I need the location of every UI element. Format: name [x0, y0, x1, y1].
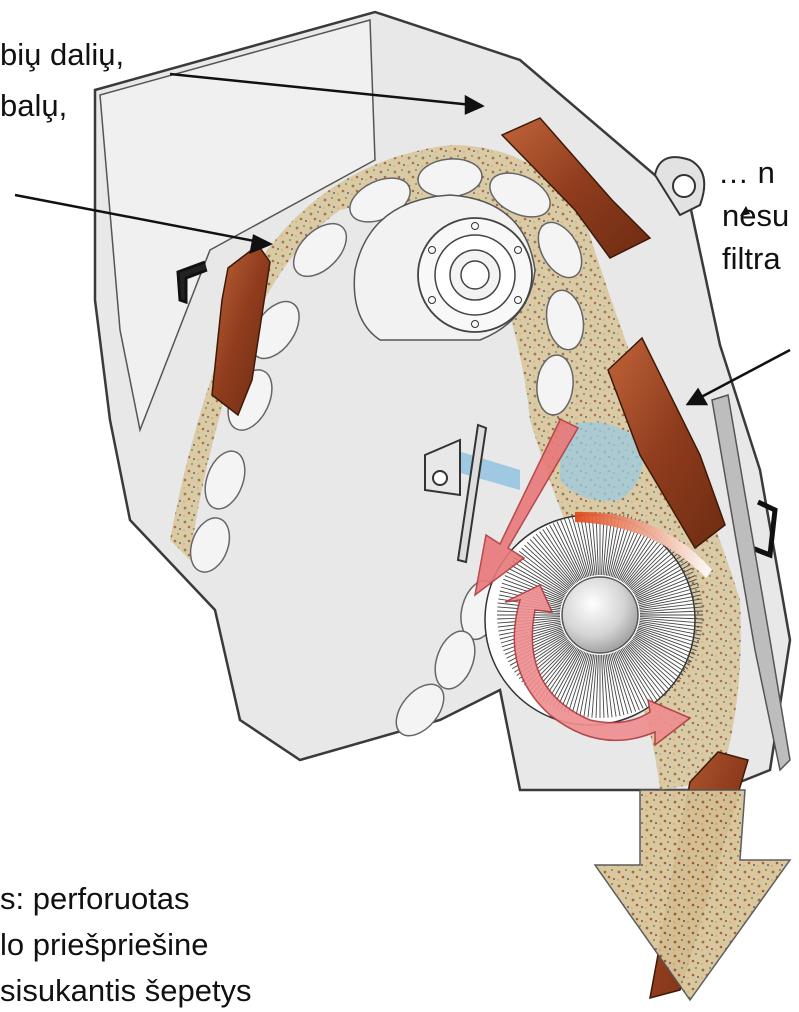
- caption-top-left-line2: balu̧,: [0, 87, 67, 124]
- caption-top-left-line1: biu̧ daliu̧,: [0, 36, 124, 73]
- caption-bottom-left-line2: lo priešpriešine: [0, 926, 209, 963]
- caption-bottom-left-line1: s: perforuotas: [0, 880, 190, 917]
- output-arrow: [595, 790, 790, 1000]
- caption-top-right-line1: … n: [718, 154, 775, 191]
- caption-top-right-line2: nesu: [722, 197, 789, 234]
- caption-top-right-line3: filtra: [722, 240, 781, 277]
- caption-bottom-left-line3: sisukantis šepetys: [0, 972, 252, 1009]
